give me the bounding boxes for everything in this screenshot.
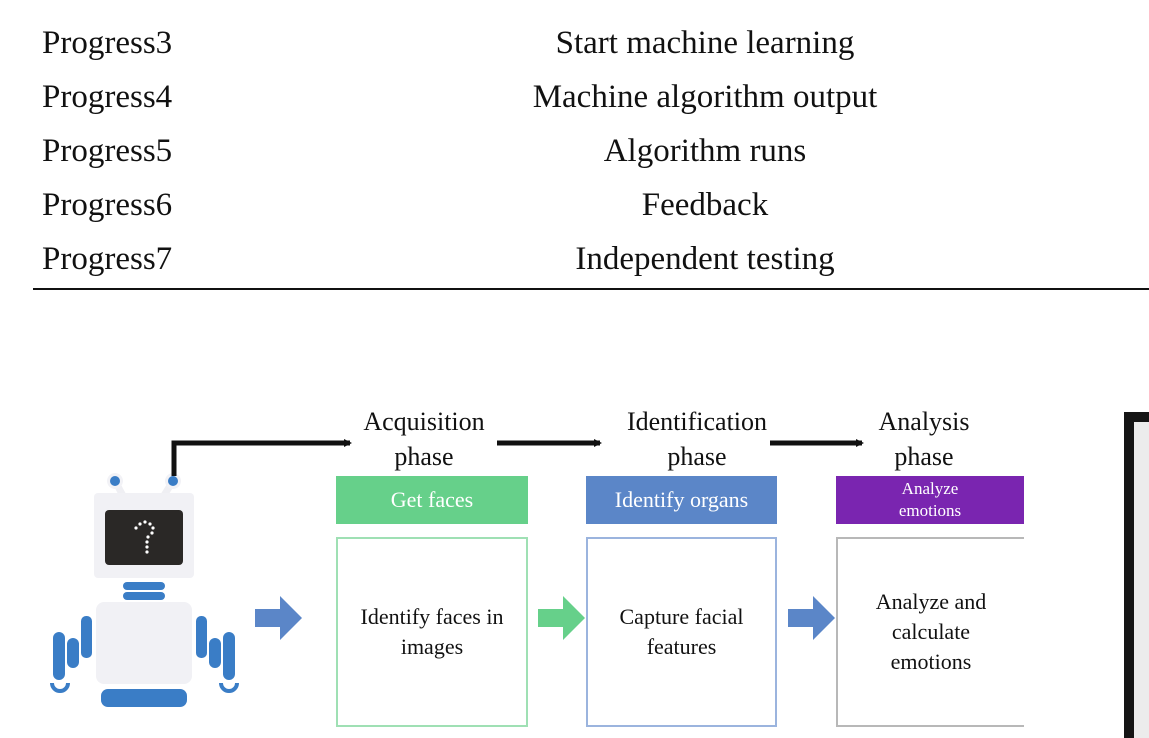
- block-arrow-icon: [788, 596, 835, 640]
- step-cell: Progress3: [42, 25, 173, 61]
- connector-arrow: [171, 439, 352, 476]
- description-cell: Algorithm runs: [603, 133, 807, 169]
- description-cell: Feedback: [641, 187, 769, 223]
- phase-header-analyze-emotions: Analyze emotions: [836, 476, 1024, 524]
- step-cell: Progress7: [42, 241, 173, 277]
- phase-body-analysis: Analyze and calculate emotions: [836, 537, 1024, 727]
- phase-title-line: phase: [394, 442, 454, 471]
- table-row: Progress3 Start machine learning: [0, 16, 1149, 70]
- table-row: Progress5 Algorithm runs: [0, 124, 1149, 178]
- description-cell: Start machine learning: [555, 25, 855, 61]
- phase-title-line: phase: [667, 442, 727, 471]
- diagram-graphics: [50, 412, 1149, 738]
- robot-question-icon: [50, 473, 239, 707]
- phase-title-acquisition: Acquisition phase: [314, 404, 534, 474]
- table-row: Progress4 Machine algorithm output: [0, 70, 1149, 124]
- phase-body-acquisition: Identify faces in images: [336, 537, 528, 727]
- description-cell: Independent testing: [575, 241, 835, 277]
- partial-frame: [1124, 412, 1149, 738]
- phase-header-identify-organs: Identify organs: [586, 476, 777, 524]
- phase-title-line: Analysis: [878, 407, 970, 436]
- phase-body-identification: Capture facial features: [586, 537, 777, 727]
- step-cell: Progress6: [42, 187, 173, 223]
- table-row: Progress7 Independent testing: [0, 232, 1149, 286]
- description-cell: Machine algorithm output: [532, 79, 878, 115]
- phase-title-line: Acquisition: [363, 407, 485, 436]
- step-cell: Progress4: [42, 79, 173, 115]
- table-row: Progress6 Feedback: [0, 178, 1149, 232]
- phase-title-line: phase: [894, 442, 954, 471]
- block-arrow-icon: [255, 596, 302, 640]
- block-arrow-icon: [538, 596, 585, 640]
- phase-title-analysis: Analysis phase: [814, 404, 1034, 474]
- phase-title-line: Identification: [626, 407, 768, 436]
- phase-title-identification: Identification phase: [587, 404, 807, 474]
- table-bottom-rule: [33, 288, 1149, 290]
- step-cell: Progress5: [42, 133, 173, 169]
- phase-header-get-faces: Get faces: [336, 476, 528, 524]
